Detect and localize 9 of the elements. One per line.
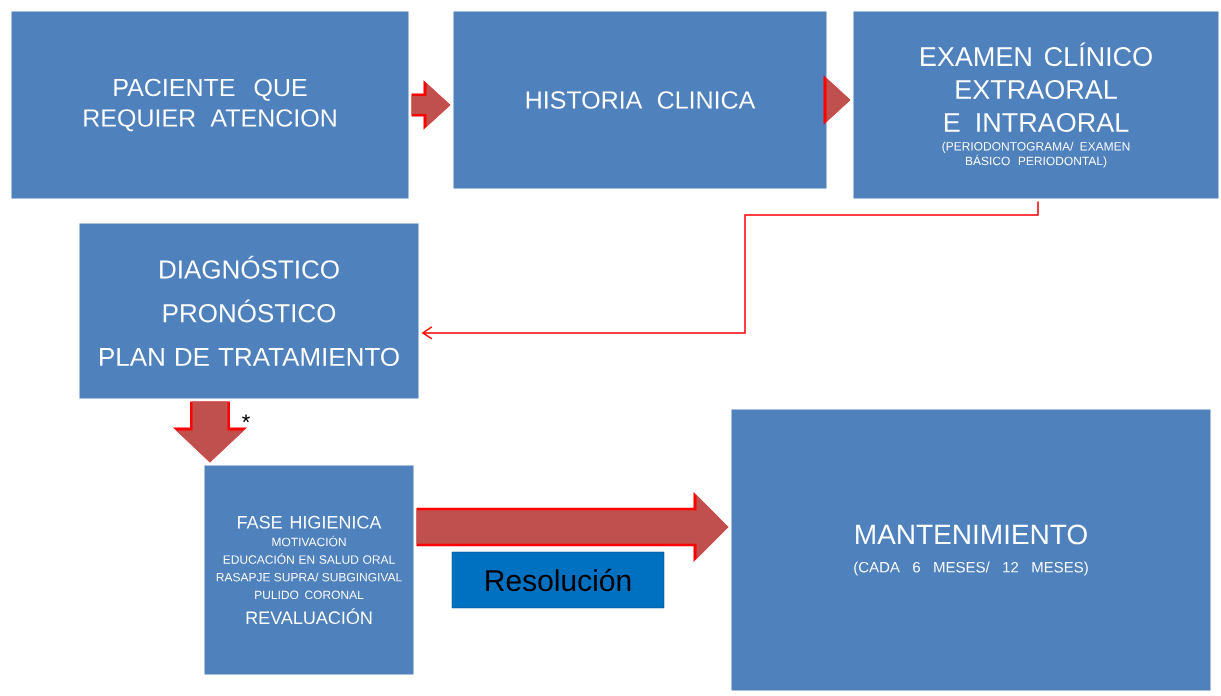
process-box: MANTENIMIENTO (CADA 6 MESES/ 12 MESES) (728, 406, 1214, 694)
process-box: EXAMEN CLÍNICO EXTRAORAL E INTRAORAL (PERIODONTOGRAMA/ EXAMEN BÁSICO PERIODONTAL) (850, 8, 1221, 202)
process-box: DIAGNÓSTICO PRONÓSTICO PLAN DE TRATAMIENTO (76, 220, 422, 402)
process-box: FASE HIGIENICA MOTIVACIÓN EDUCACIÓN EN SALUD ORAL RASAPJE SUPRA/ SUBGINGIVAL PULIDO CORONAL REVALUACIÓN (201, 462, 417, 678)
text-box: Resolución (451, 551, 665, 609)
asterisk: * (242, 414, 250, 423)
process-box: HISTORIA CLINICA (450, 8, 830, 192)
process-box: PACIENTE QUE REQUIER ATENCION (8, 8, 412, 202)
connector-arrow (421, 200, 1039, 340)
